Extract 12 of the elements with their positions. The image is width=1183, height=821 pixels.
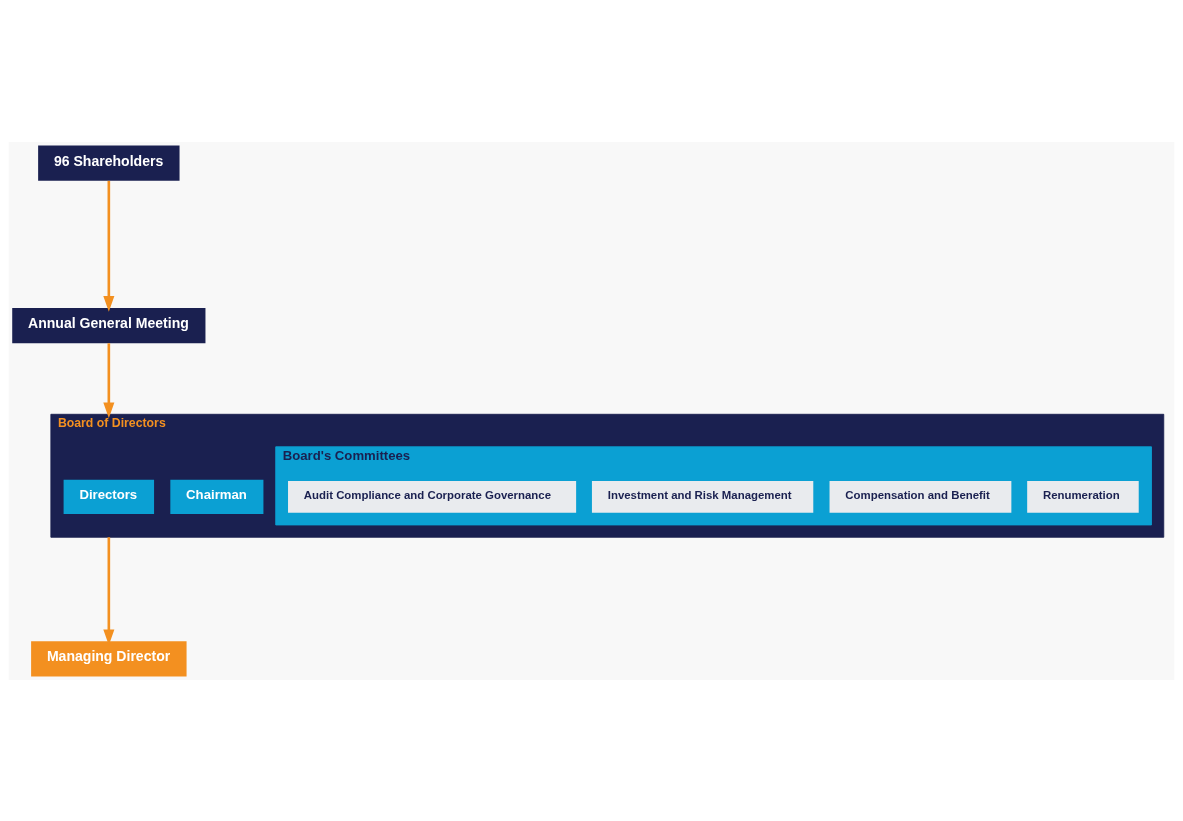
node-box: Directors: [63, 479, 155, 514]
node-box: Renumeration: [1027, 480, 1139, 513]
node-box: Managing Director: [31, 640, 187, 676]
node-box: Annual General Meeting: [12, 307, 206, 343]
node-box: Compensation and Benefit: [829, 480, 1012, 513]
node-box: 96 Shareholders: [38, 145, 180, 181]
arrow: [103, 180, 115, 312]
node-box: Audit Compliance and Corporate Governance: [288, 480, 577, 513]
node-box: Investment and Risk Management: [591, 480, 814, 513]
arrow: [103, 536, 115, 645]
node-box: Chairman: [170, 479, 264, 514]
arrow: [103, 342, 115, 418]
